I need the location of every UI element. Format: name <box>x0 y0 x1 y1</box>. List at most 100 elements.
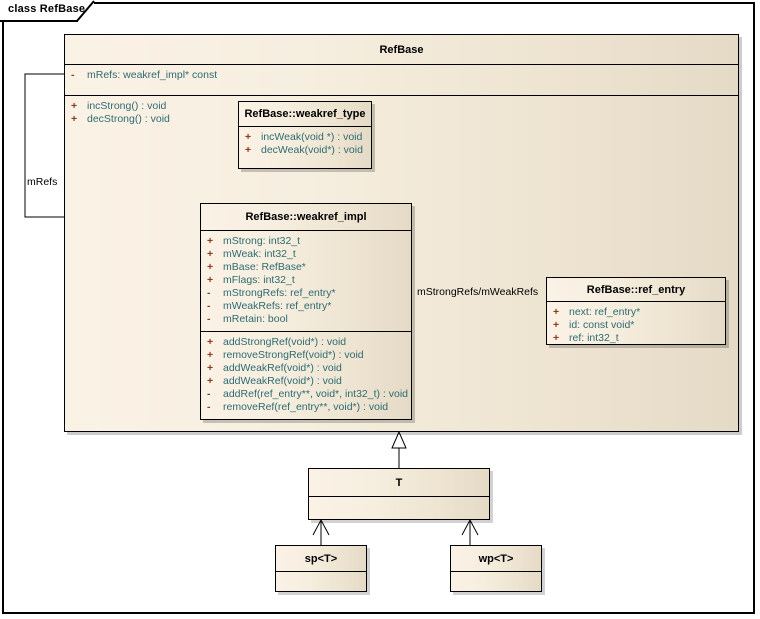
empty-compartment-t <box>309 497 489 521</box>
operation-text: removeRef(ref_entry**, void*) : void <box>223 401 389 413</box>
visibility-marker: + <box>207 336 214 348</box>
operation-row: + addStrongRef(void*) : void <box>201 336 411 349</box>
class-divider <box>276 571 366 572</box>
empty-compartment-sp <box>276 572 366 593</box>
attribute-text: ref: int32_t <box>569 332 619 344</box>
visibility-marker: - <box>207 388 211 400</box>
class-divider <box>201 331 411 332</box>
class-divider <box>547 301 725 302</box>
class-box-weakref-type[interactable]: RefBase::weakref_type + incWeak(void *) … <box>238 101 372 169</box>
attribute-text: mRefs: weakref_impl* const <box>87 69 218 81</box>
attribute-row: + mFlags: int32_t <box>201 274 411 287</box>
visibility-marker: + <box>207 349 214 361</box>
operation-row: - addRef(ref_entry**, void*, int32_t) : … <box>201 388 411 401</box>
class-title-wp: wp<T> <box>478 552 514 565</box>
attribute-row: + mStrong: int32_t <box>201 235 411 248</box>
visibility-marker: + <box>71 100 78 112</box>
operation-text: addStrongRef(void*) : void <box>223 336 347 348</box>
attribute-text: id: const void* <box>569 319 635 331</box>
operation-text: decWeak(void*) : void <box>261 144 363 156</box>
visibility-marker: + <box>207 261 214 273</box>
visibility-marker: + <box>553 319 560 331</box>
visibility-marker: + <box>71 113 78 125</box>
attribute-row: - mWeakRefs: ref_entry* <box>201 300 411 313</box>
class-divider <box>65 95 738 96</box>
frame-label-text: class RefBase <box>8 3 86 15</box>
visibility-marker: + <box>245 144 252 156</box>
visibility-marker: + <box>207 235 214 247</box>
class-divider <box>309 496 489 497</box>
visibility-marker: - <box>207 287 211 299</box>
visibility-marker: - <box>207 300 211 312</box>
visibility-marker: + <box>207 362 214 374</box>
operation-row: + addWeakRef(void*) : void <box>201 362 411 375</box>
attributes-compartment-weakref-impl: + mStrong: int32_t + mWeak: int32_t + mB… <box>201 231 411 331</box>
class-divider <box>451 571 541 572</box>
class-title-weakref-type: RefBase::weakref_type <box>244 108 366 120</box>
operation-text: incWeak(void *) : void <box>261 131 363 143</box>
operation-text: addWeakRef(void*) : void <box>223 375 342 387</box>
attribute-text: mBase: RefBase* <box>223 261 306 273</box>
operations-compartment-weakref-impl: + addStrongRef(void*) : void + removeStr… <box>201 332 411 418</box>
frame-tab-diagonal-icon <box>76 0 95 22</box>
frame-label-tab: class RefBase <box>0 0 94 20</box>
operation-text: addWeakRef(void*) : void <box>223 362 342 374</box>
operation-row: + addWeakRef(void*) : void <box>201 375 411 388</box>
class-box-sp[interactable]: sp<T> <box>275 545 367 592</box>
attribute-row: + ref: int32_t <box>547 332 725 345</box>
visibility-marker: + <box>245 131 252 143</box>
operations-compartment-refbase: + incStrong() : void + decStrong() : voi… <box>65 96 738 130</box>
operation-row: + decStrong() : void <box>65 113 738 126</box>
class-box-t[interactable]: T <box>308 468 490 520</box>
attribute-text: mRetain: bool <box>223 313 288 325</box>
frame-tab-underline <box>0 20 78 22</box>
attributes-compartment-ref-entry: + next: ref_entry* + id: const void* + r… <box>547 302 725 349</box>
attribute-row: - mRefs: weakref_impl* const <box>65 69 738 82</box>
visibility-marker: - <box>71 69 75 81</box>
operation-row: + decWeak(void*) : void <box>239 144 371 157</box>
class-box-wp[interactable]: wp<T> <box>450 545 542 592</box>
attribute-text: mStrong: int32_t <box>223 235 301 247</box>
operation-row: - removeRef(ref_entry**, void*) : void <box>201 401 411 414</box>
operation-text: addRef(ref_entry**, void*, int32_t) : vo… <box>223 388 409 400</box>
attribute-row: + next: ref_entry* <box>547 306 725 319</box>
visibility-marker: + <box>553 306 560 318</box>
class-divider <box>65 64 738 65</box>
operation-text: decStrong() : void <box>87 113 170 125</box>
operation-row: + removeStrongRef(void*) : void <box>201 349 411 362</box>
class-title-refbase: RefBase <box>379 43 424 56</box>
attributes-compartment-refbase: - mRefs: weakref_impl* const <box>65 65 738 95</box>
operation-row: + incStrong() : void <box>65 100 738 113</box>
attribute-text: mFlags: int32_t <box>223 274 295 286</box>
attribute-row: - mStrongRefs: ref_entry* <box>201 287 411 300</box>
attribute-text: mWeak: int32_t <box>223 248 296 260</box>
visibility-marker: + <box>207 274 214 286</box>
visibility-marker: + <box>207 248 214 260</box>
visibility-marker: + <box>553 332 560 344</box>
class-title-ref-entry: RefBase::ref_entry <box>586 283 686 296</box>
class-divider <box>239 126 371 127</box>
class-title-t: T <box>395 476 403 489</box>
attribute-text: mStrongRefs: ref_entry* <box>223 287 336 299</box>
class-divider <box>201 230 411 231</box>
class-box-weakref-impl[interactable]: RefBase::weakref_impl + mStrong: int32_t… <box>200 203 412 420</box>
attribute-row: + mBase: RefBase* <box>201 261 411 274</box>
attribute-text: mWeakRefs: ref_entry* <box>223 300 332 312</box>
connector-label-mrefs: mRefs <box>27 176 58 188</box>
empty-compartment-wp <box>451 572 541 593</box>
connector-label-strongrefs-weakrefs: mStrongRefs/mWeakRefs <box>417 286 539 298</box>
operations-compartment-weakref-type: + incWeak(void *) : void + decWeak(void*… <box>239 127 371 161</box>
operation-row: + incWeak(void *) : void <box>239 131 371 144</box>
visibility-marker: - <box>207 401 211 413</box>
class-box-ref-entry[interactable]: RefBase::ref_entry + next: ref_entry* + … <box>546 277 726 345</box>
attribute-row: + mWeak: int32_t <box>201 248 411 261</box>
attribute-row: + id: const void* <box>547 319 725 332</box>
operation-text: incStrong() : void <box>87 100 167 112</box>
class-title-weakref-impl: RefBase::weakref_impl <box>245 211 367 223</box>
attribute-row: - mRetain: bool <box>201 313 411 326</box>
class-title-sp: sp<T> <box>304 552 338 565</box>
visibility-marker: + <box>207 375 214 387</box>
operation-text: removeStrongRef(void*) : void <box>223 349 364 361</box>
visibility-marker: - <box>207 313 211 325</box>
